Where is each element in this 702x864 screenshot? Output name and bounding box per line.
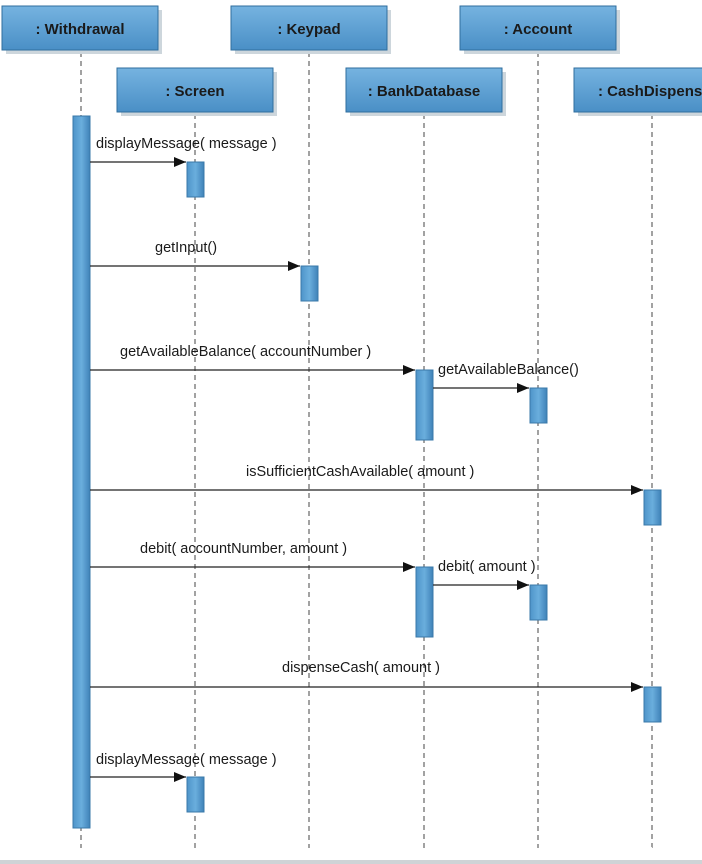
message-label: displayMessage( message )	[96, 752, 277, 768]
message-label: debit( accountNumber, amount )	[140, 541, 347, 557]
activation-withdrawal	[72, 115, 91, 829]
message-get-input: getInput()	[90, 240, 300, 271]
message-dispense-cash: dispenseCash( amount )	[90, 660, 643, 692]
activation-cashdispenser-2	[643, 686, 662, 723]
object-label-cashdispenser: : CashDispenser	[598, 83, 702, 100]
object-label-withdrawal: : Withdrawal	[35, 21, 124, 38]
object-bankdatabase: : BankDatabase	[345, 67, 506, 116]
message-get-available-balance-account-number: getAvailableBalance( accountNumber )	[90, 344, 415, 375]
message-label: debit( amount )	[438, 559, 536, 575]
lifelines	[80, 52, 653, 848]
object-label-keypad: : Keypad	[277, 21, 340, 38]
activation-bankdatabase-2	[415, 566, 434, 638]
message-label: dispenseCash( amount )	[282, 660, 440, 676]
activation-cashdispenser-1	[643, 489, 662, 526]
activation-account-1	[529, 387, 548, 424]
messages: displayMessage( message ) getInput() get…	[90, 136, 643, 782]
activation-keypad	[300, 265, 319, 302]
message-is-sufficient-cash-available: isSufficientCashAvailable( amount )	[90, 464, 643, 495]
object-withdrawal: : Withdrawal	[1, 5, 162, 54]
activation-bankdatabase-1	[415, 369, 434, 441]
watermark: CSDN @Hy_1020	[595, 844, 688, 856]
object-account: : Account	[459, 5, 620, 54]
message-debit-account-number-amount: debit( accountNumber, amount )	[90, 541, 415, 572]
message-label: getInput()	[155, 240, 217, 256]
activation-screen-1	[186, 161, 205, 198]
message-display-message-2: displayMessage( message )	[90, 752, 277, 782]
activation-account-2	[529, 584, 548, 621]
object-label-screen: : Screen	[165, 83, 224, 100]
message-label: getAvailableBalance()	[438, 362, 579, 378]
bottom-edge	[0, 860, 702, 864]
message-display-message-1: displayMessage( message )	[90, 136, 277, 167]
message-debit-amount: debit( amount )	[433, 559, 536, 590]
object-screen: : Screen	[116, 67, 277, 116]
message-label: isSufficientCashAvailable( amount )	[246, 464, 474, 480]
object-keypad: : Keypad	[230, 5, 391, 54]
object-label-bankdatabase: : BankDatabase	[368, 83, 481, 100]
message-label: getAvailableBalance( accountNumber )	[120, 344, 371, 360]
object-label-account: : Account	[504, 21, 573, 38]
activation-bars	[72, 115, 662, 829]
message-label: displayMessage( message )	[96, 136, 277, 152]
object-cashdispenser: : CashDispenser	[573, 67, 702, 116]
activation-screen-2	[186, 776, 205, 813]
message-get-available-balance: getAvailableBalance()	[433, 362, 579, 393]
